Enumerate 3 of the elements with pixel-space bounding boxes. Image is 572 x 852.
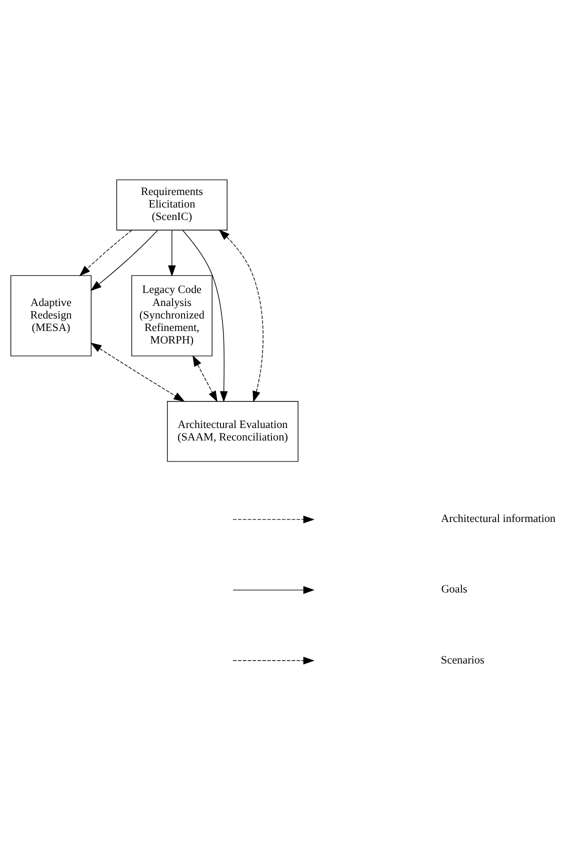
legend-label: Goals <box>441 583 468 596</box>
legend-label: Architectural information <box>441 512 556 525</box>
legend-label: Scenarios <box>440 654 484 666</box>
